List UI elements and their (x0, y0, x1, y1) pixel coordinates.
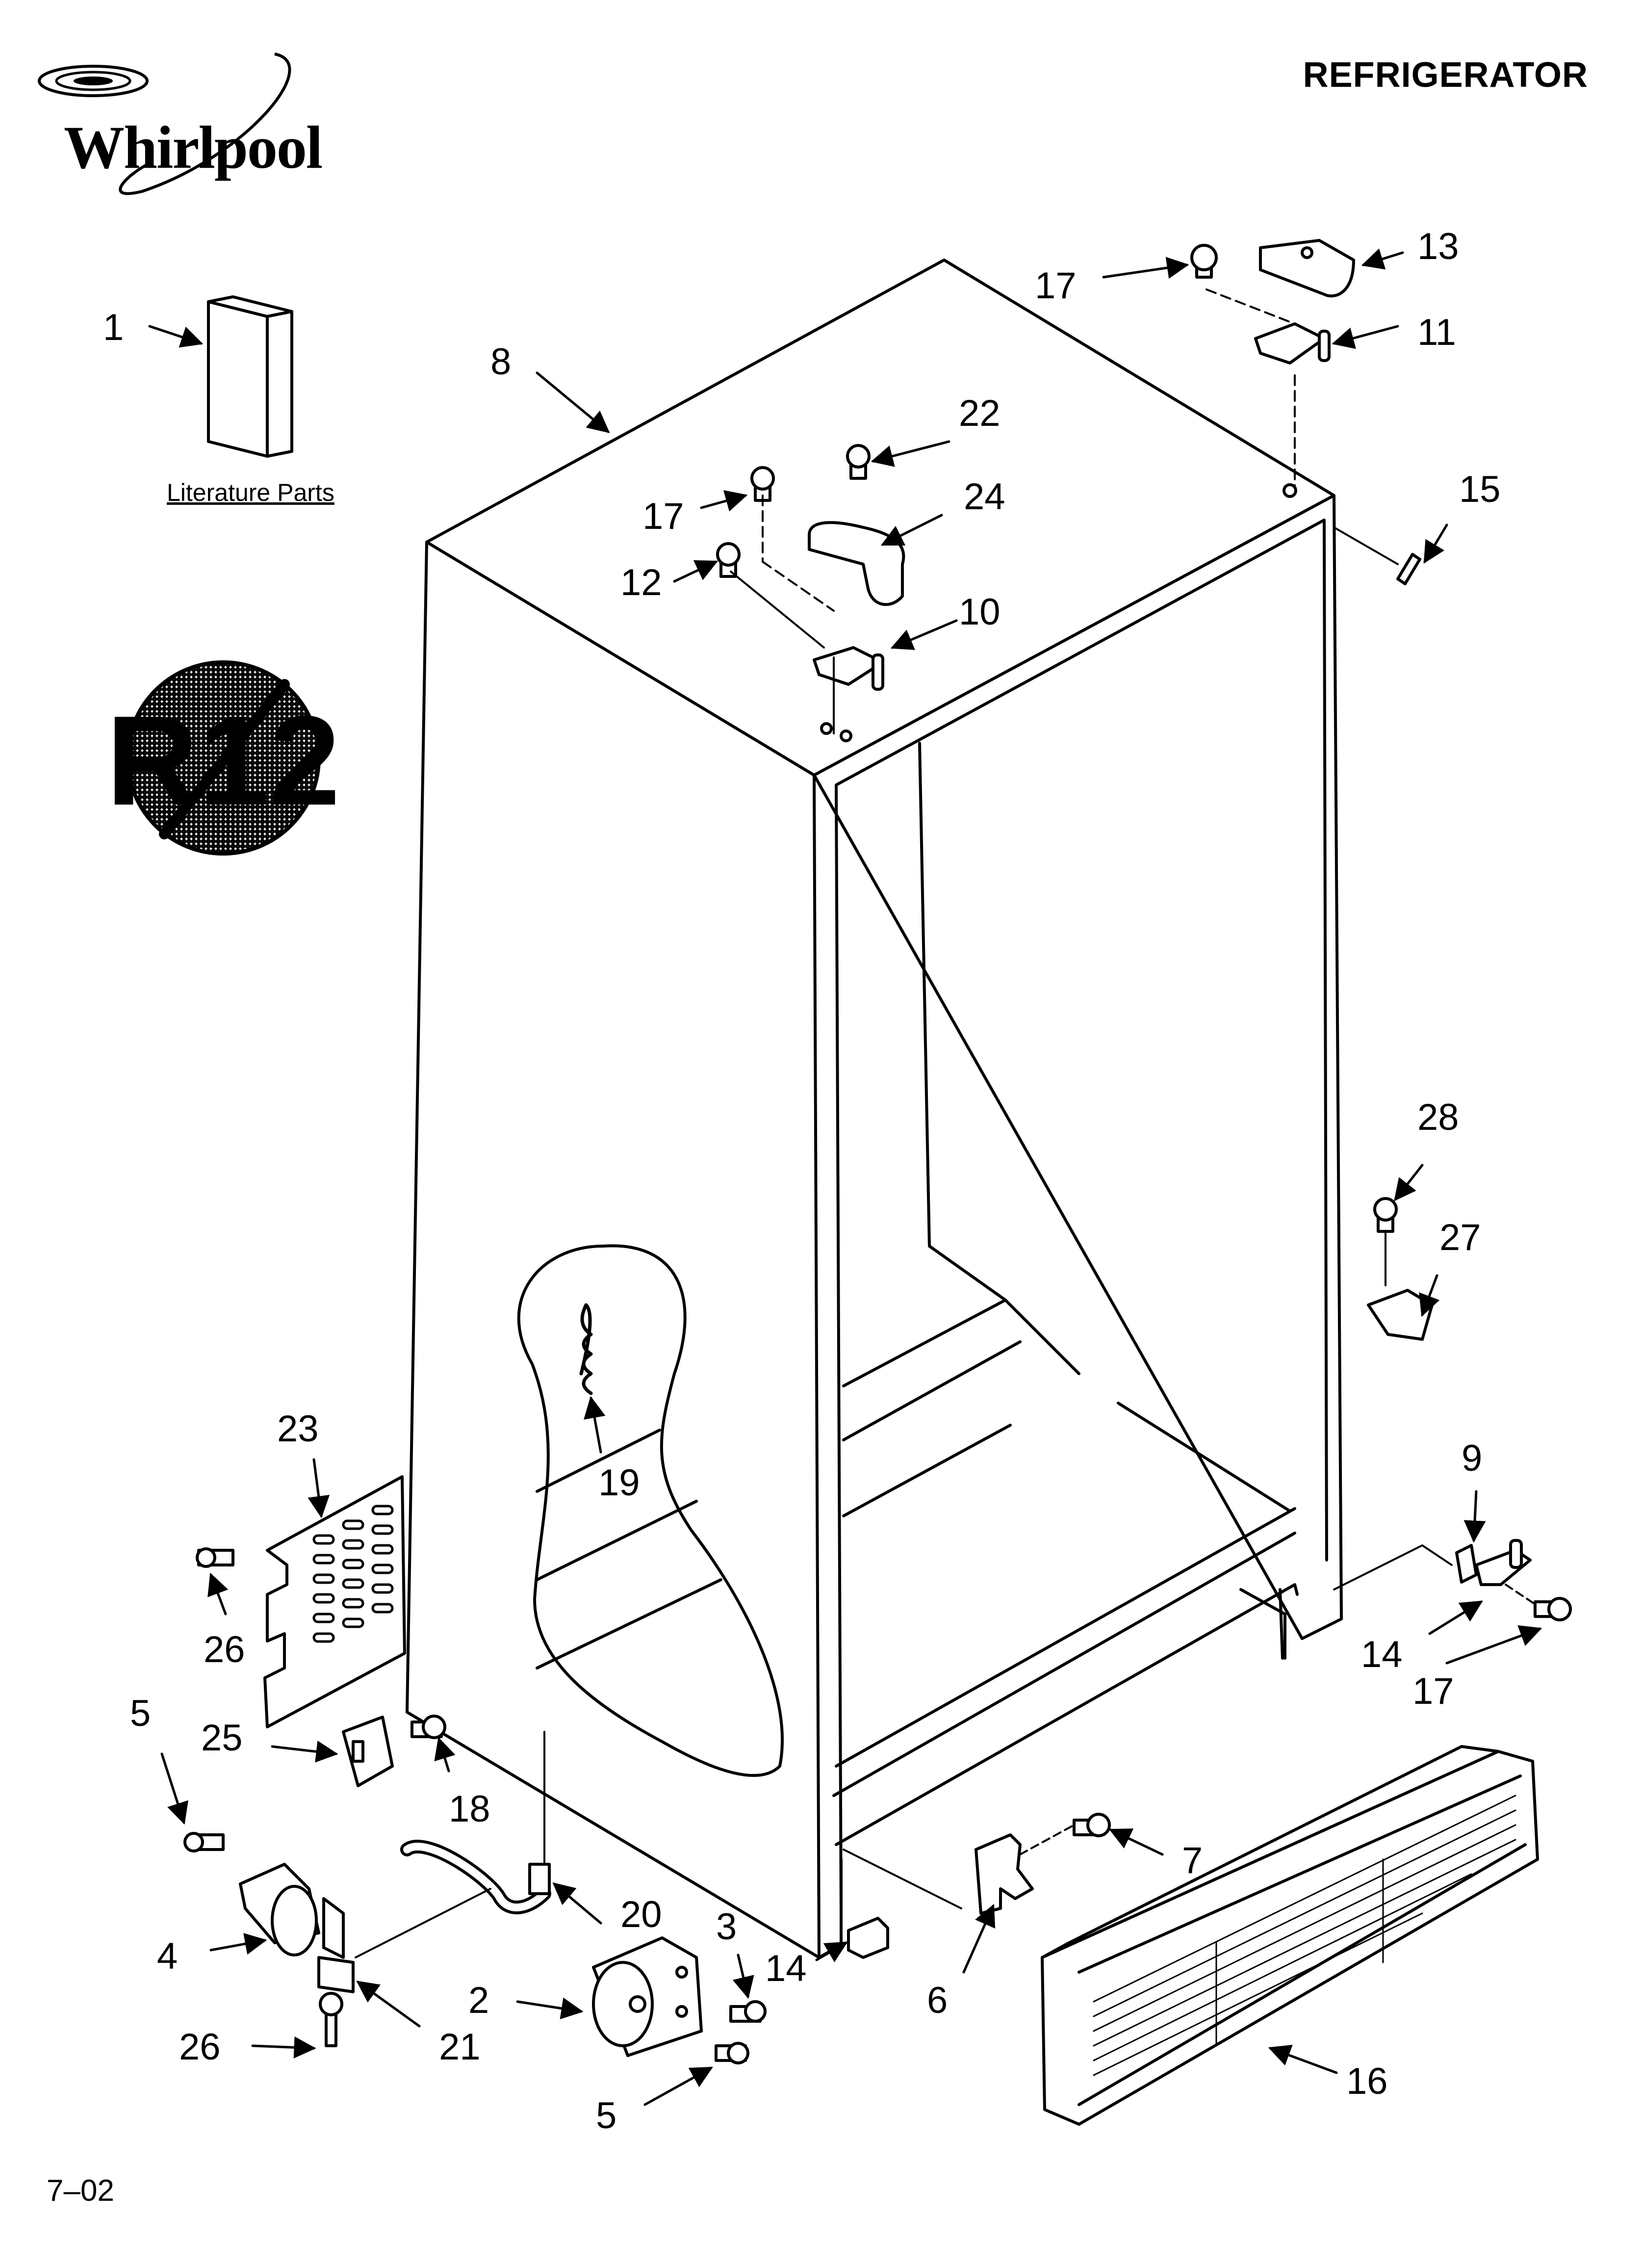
callout-3: 3 (716, 1906, 737, 1948)
front-roller-right (592, 1936, 767, 2064)
top-hinge-right (1190, 239, 1421, 585)
lower-hinge-bracket (1367, 1197, 1434, 1341)
no-r12-badge-icon: R12 (106, 660, 340, 856)
callout-13: 13 (1417, 226, 1459, 267)
water-tube (355, 1731, 551, 1958)
footer-code: 7–02 (47, 2174, 114, 2208)
bottom-bracket-14 (847, 1917, 889, 1959)
callout-25: 25 (201, 1717, 243, 1759)
callout-14-bottom: 14 (765, 1948, 807, 1989)
rear-access-panel (196, 1475, 406, 1728)
front-roller-left (183, 1832, 355, 2047)
callout-20: 20 (620, 1894, 662, 1935)
logo-swirl-icon (38, 52, 291, 195)
cabinet-shell (406, 259, 1343, 1959)
callout-6: 6 (927, 1980, 948, 2021)
grille-bracket (843, 1813, 1111, 1915)
page-title: REFRIGERATOR (1303, 55, 1588, 95)
hinge-bracket-25 (342, 1715, 446, 1787)
callout-14-right: 14 (1361, 1634, 1403, 1675)
callout-8: 8 (490, 341, 512, 383)
callout-18: 18 (449, 1788, 490, 1830)
callout-12: 12 (620, 562, 662, 603)
callout-5-left: 5 (130, 1693, 151, 1734)
callout-15: 15 (1459, 469, 1501, 510)
callout-11: 11 (1417, 312, 1456, 353)
callout-1: 1 (103, 307, 124, 348)
callout-22: 22 (959, 392, 1001, 434)
callout-16: 16 (1346, 2060, 1388, 2102)
top-hinge-center (716, 444, 905, 742)
toe-grille (1041, 1745, 1539, 2126)
hinge-bracket-9 (1333, 1539, 1572, 1621)
callout-17-bottom-right: 17 (1412, 1670, 1454, 1712)
callout-4: 4 (157, 1935, 178, 1977)
callout-arrows (148, 248, 1542, 2106)
literature-booklet (207, 295, 293, 458)
callout-9: 9 (1462, 1437, 1483, 1479)
literature-parts-label: Literature Parts (167, 479, 334, 506)
callout-2: 2 (468, 1980, 489, 2021)
callout-28: 28 (1417, 1096, 1459, 1138)
whirlpool-logo: Whirlpool (29, 44, 334, 206)
callout-7: 7 (1182, 1840, 1203, 1881)
callout-23: 23 (277, 1408, 319, 1450)
brand-name: Whirlpool (64, 114, 323, 181)
callout-17-top-right: 17 (1035, 265, 1077, 307)
callout-21: 21 (439, 2026, 481, 2068)
callout-27: 27 (1439, 1217, 1481, 1258)
callout-24: 24 (964, 476, 1005, 518)
callout-26-bottom: 26 (179, 2026, 221, 2068)
callout-19: 19 (598, 1462, 640, 1504)
callout-5-bottom: 5 (596, 2095, 617, 2137)
callout-26-left: 26 (204, 1629, 245, 1670)
callout-17-center: 17 (642, 495, 684, 537)
callout-10: 10 (959, 591, 1001, 633)
